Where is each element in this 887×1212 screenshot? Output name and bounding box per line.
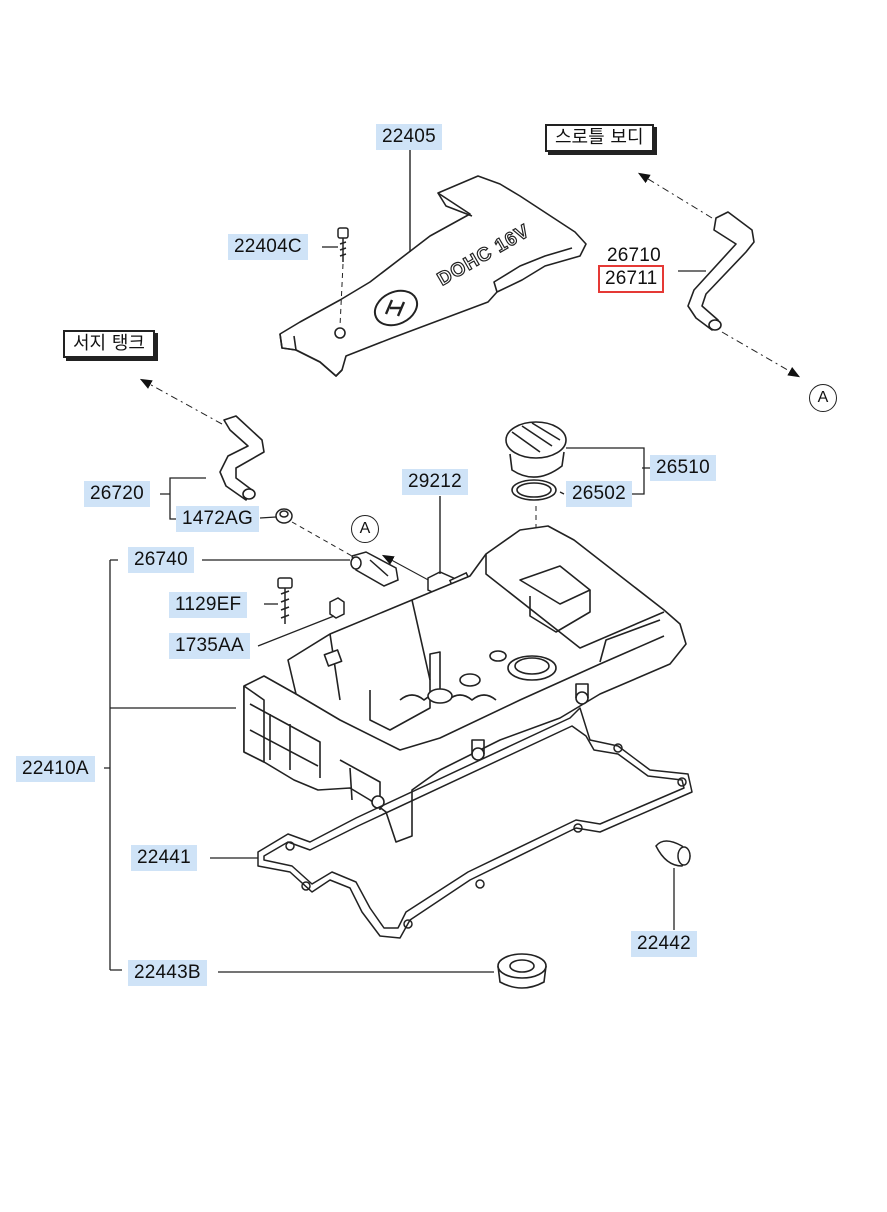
hose-26710-drawing bbox=[687, 211, 755, 331]
hose-26720-drawing bbox=[219, 415, 265, 501]
note-throttle-body: 스로틀 보디 bbox=[545, 124, 654, 152]
bolt-22404c-drawing bbox=[337, 227, 349, 262]
callout-a-mid: A bbox=[351, 515, 379, 543]
part-label-1129ef[interactable]: 1129EF bbox=[169, 592, 248, 618]
part-label-22442[interactable]: 22442 bbox=[631, 931, 697, 957]
part-label-22443b[interactable]: 22443B bbox=[128, 960, 207, 986]
oil-cap-26510-drawing bbox=[505, 421, 567, 478]
part-label-26502[interactable]: 26502 bbox=[566, 481, 632, 507]
gasket-26502-drawing bbox=[511, 479, 557, 501]
nut-1735aa-drawing bbox=[329, 597, 345, 619]
note-surge-tank: 서지 탱크 bbox=[63, 330, 155, 358]
bolt-1129ef-drawing bbox=[277, 577, 293, 624]
grommet-1472ag-drawing bbox=[275, 508, 293, 524]
part-label-1472ag[interactable]: 1472AG bbox=[176, 506, 259, 532]
part-label-22441[interactable]: 22441 bbox=[131, 845, 197, 871]
engine-cover-drawing bbox=[279, 175, 587, 377]
part-label-29212[interactable]: 29212 bbox=[402, 469, 468, 495]
pcv-valve-26740-drawing bbox=[350, 551, 399, 587]
callout-a-right: A bbox=[809, 384, 837, 412]
rocker-cover-drawing bbox=[243, 525, 687, 843]
seal-22442-drawing bbox=[655, 840, 691, 867]
part-label-22410a[interactable]: 22410A bbox=[16, 756, 95, 782]
part-label-26710[interactable]: 26710 bbox=[607, 245, 661, 266]
part-label-22405[interactable]: 22405 bbox=[376, 124, 442, 150]
gasket-22441-drawing bbox=[257, 707, 693, 939]
part-label-22404c[interactable]: 22404C bbox=[228, 234, 308, 260]
part-label-1735aa[interactable]: 1735AA bbox=[169, 633, 250, 659]
part-label-26740[interactable]: 26740 bbox=[128, 547, 194, 573]
seal-22443b-drawing bbox=[497, 953, 547, 989]
part-label-26711[interactable]: 26711 bbox=[597, 265, 665, 293]
part-label-26720[interactable]: 26720 bbox=[84, 481, 150, 507]
part-label-26510[interactable]: 26510 bbox=[650, 455, 716, 481]
